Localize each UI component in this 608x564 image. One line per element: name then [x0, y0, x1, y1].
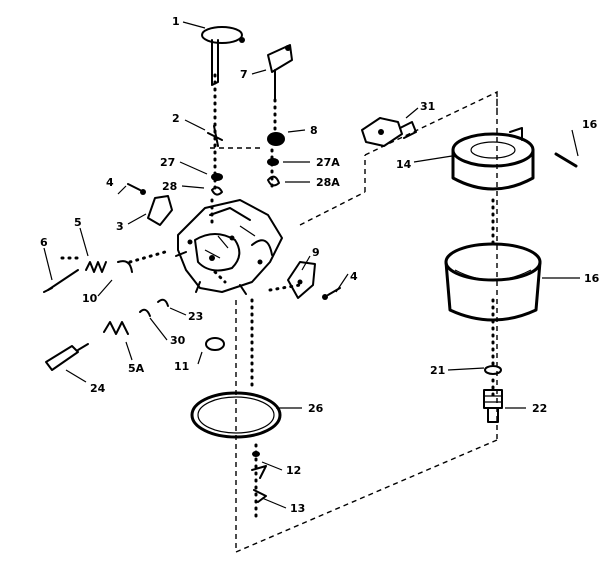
part-27-washer — [211, 173, 223, 181]
carburetor-body — [175, 199, 283, 295]
label-30: 30 — [170, 334, 186, 347]
part-10-o-ring — [117, 260, 133, 273]
label-27a: 27A — [316, 156, 340, 169]
label-13: 13 — [290, 502, 305, 515]
label-1: 1 — [172, 15, 180, 28]
part-27a-washer — [267, 158, 279, 166]
axis-line-bottom — [250, 298, 258, 522]
label-31: 31 — [420, 100, 435, 113]
part-23-clip — [157, 298, 169, 307]
part-labels: 1 7 2 8 27 27A 28 28A 4 3 5 6 10 9 4 23 … — [40, 15, 600, 515]
part-6-needle — [43, 269, 79, 293]
label-4-upper: 4 — [106, 176, 114, 189]
part-3-gasket — [147, 195, 173, 226]
part-28-spring — [211, 186, 223, 196]
label-26: 26 — [308, 402, 324, 415]
part-16-bowl — [444, 242, 542, 322]
part-5-spring — [85, 261, 107, 273]
label-24: 24 — [90, 382, 106, 395]
part-24-jet — [45, 343, 89, 371]
label-3: 3 — [116, 220, 124, 233]
part-9-gasket — [287, 261, 316, 299]
label-28: 28 — [162, 180, 177, 193]
part-28a-spring — [267, 175, 280, 187]
part-13-clip — [253, 489, 267, 503]
label-12: 12 — [286, 464, 301, 477]
label-21: 21 — [430, 364, 445, 377]
assembly-outline — [210, 90, 498, 554]
label-23: 23 — [188, 310, 203, 323]
part-16-pin — [554, 152, 578, 168]
label-16-lower: 16 — [584, 272, 600, 285]
part-1-throttle-shaft — [201, 26, 245, 86]
axis-line-right — [270, 98, 277, 192]
part-11-seat — [205, 337, 225, 351]
axis-line-left — [210, 73, 217, 227]
part-4-screw-upper — [127, 183, 146, 195]
label-28a: 28A — [316, 176, 340, 189]
axis-line-side — [60, 250, 302, 292]
part-21-washer — [484, 365, 502, 375]
label-4-lower: 4 — [350, 270, 358, 283]
part-26-bowl-gasket — [190, 391, 282, 439]
part-22-bowl-nut — [483, 389, 503, 423]
label-14: 14 — [396, 158, 412, 171]
label-8: 8 — [310, 124, 318, 137]
label-27: 27 — [160, 156, 175, 169]
label-5a: 5A — [128, 362, 145, 375]
label-6: 6 — [40, 236, 48, 249]
label-9: 9 — [312, 246, 320, 259]
label-7: 7 — [240, 68, 248, 81]
part-8-choke-plate — [267, 132, 285, 146]
label-2: 2 — [172, 112, 180, 125]
label-16-upper: 16 — [582, 118, 598, 131]
leader-lines — [43, 21, 580, 509]
part-31-fuel-fitting — [361, 117, 417, 147]
label-22: 22 — [532, 402, 547, 415]
part-5a-spring — [103, 321, 129, 335]
part-12-pin — [251, 451, 267, 479]
part-7-choke-shaft — [267, 44, 293, 101]
part-30-pin — [139, 308, 151, 317]
label-5: 5 — [74, 216, 82, 229]
part-14-float — [451, 127, 535, 191]
label-11: 11 — [174, 360, 189, 373]
label-10: 10 — [82, 292, 98, 305]
part-2-screw — [207, 125, 223, 147]
